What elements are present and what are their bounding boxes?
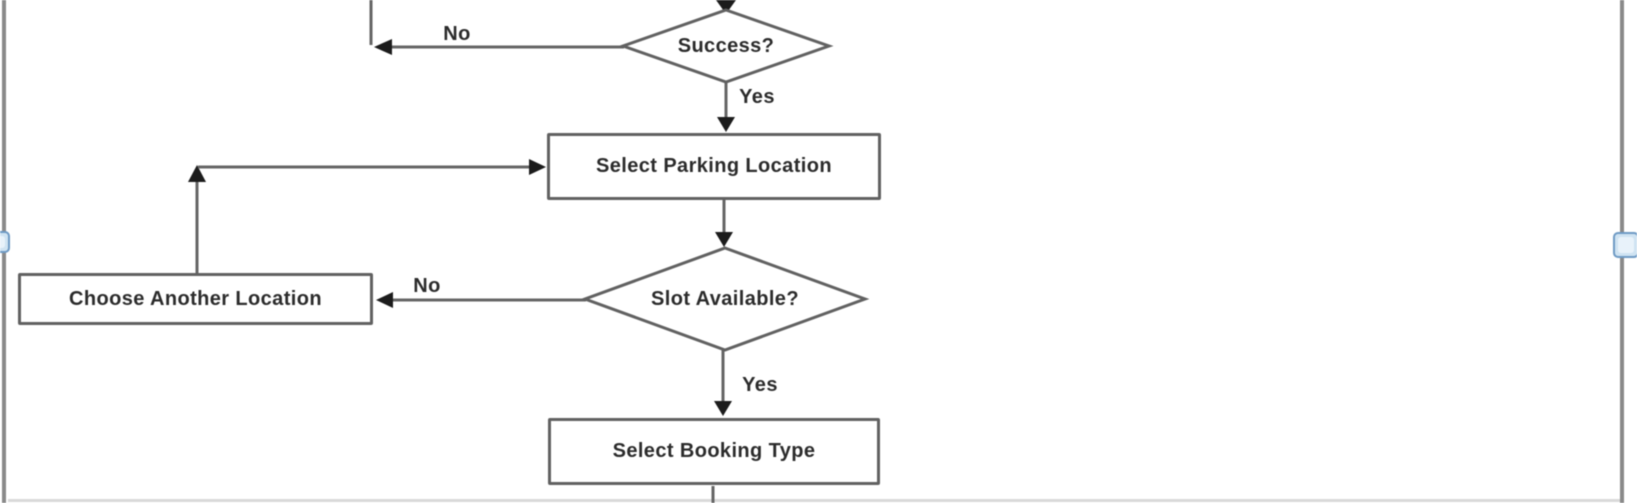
edge-label-success-yes: Yes bbox=[739, 85, 775, 108]
choose-another-location-label: Choose Another Location bbox=[69, 287, 322, 310]
arrowhead-down-icon bbox=[717, 117, 735, 132]
resize-handle-left-inner bbox=[0, 236, 5, 248]
resize-handle-left[interactable] bbox=[0, 231, 10, 253]
arrowhead-left-icon bbox=[376, 292, 393, 308]
connector-slot-yes[interactable] bbox=[714, 350, 732, 416]
arrowhead-up-icon bbox=[188, 165, 206, 182]
resize-handle-right[interactable] bbox=[1613, 232, 1637, 258]
resize-handle-right-inner bbox=[1618, 237, 1634, 253]
edge-label-slot-no: No bbox=[413, 274, 441, 297]
flow-node-select-parking-location[interactable]: Select Parking Location bbox=[547, 133, 881, 200]
arrowhead-down-icon bbox=[714, 401, 732, 416]
arrowhead-right-icon bbox=[529, 159, 546, 175]
connector-slot-no[interactable] bbox=[376, 292, 586, 308]
connector-success-yes[interactable] bbox=[717, 82, 735, 132]
flow-node-select-booking-type[interactable]: Select Booking Type bbox=[548, 418, 880, 485]
arrowhead-left-icon bbox=[374, 39, 392, 55]
connector-success-no[interactable] bbox=[369, 0, 624, 55]
select-parking-location-label: Select Parking Location bbox=[596, 155, 832, 177]
connector-choose-to-parking[interactable] bbox=[188, 159, 546, 278]
flow-node-success[interactable] bbox=[618, 8, 834, 84]
edge-label-success-no: No bbox=[443, 22, 471, 45]
connector-into-success[interactable] bbox=[716, 0, 736, 14]
select-booking-type-label: Select Booking Type bbox=[612, 440, 816, 462]
flow-node-slot-available[interactable] bbox=[580, 246, 870, 352]
edge-label-slot-yes: Yes bbox=[742, 373, 778, 396]
connector-parking-to-slot[interactable] bbox=[715, 200, 733, 247]
arrowhead-down-icon bbox=[716, 0, 736, 14]
flow-node-choose-another-location[interactable]: Choose Another Location bbox=[18, 273, 373, 325]
arrowhead-down-icon bbox=[715, 232, 733, 247]
